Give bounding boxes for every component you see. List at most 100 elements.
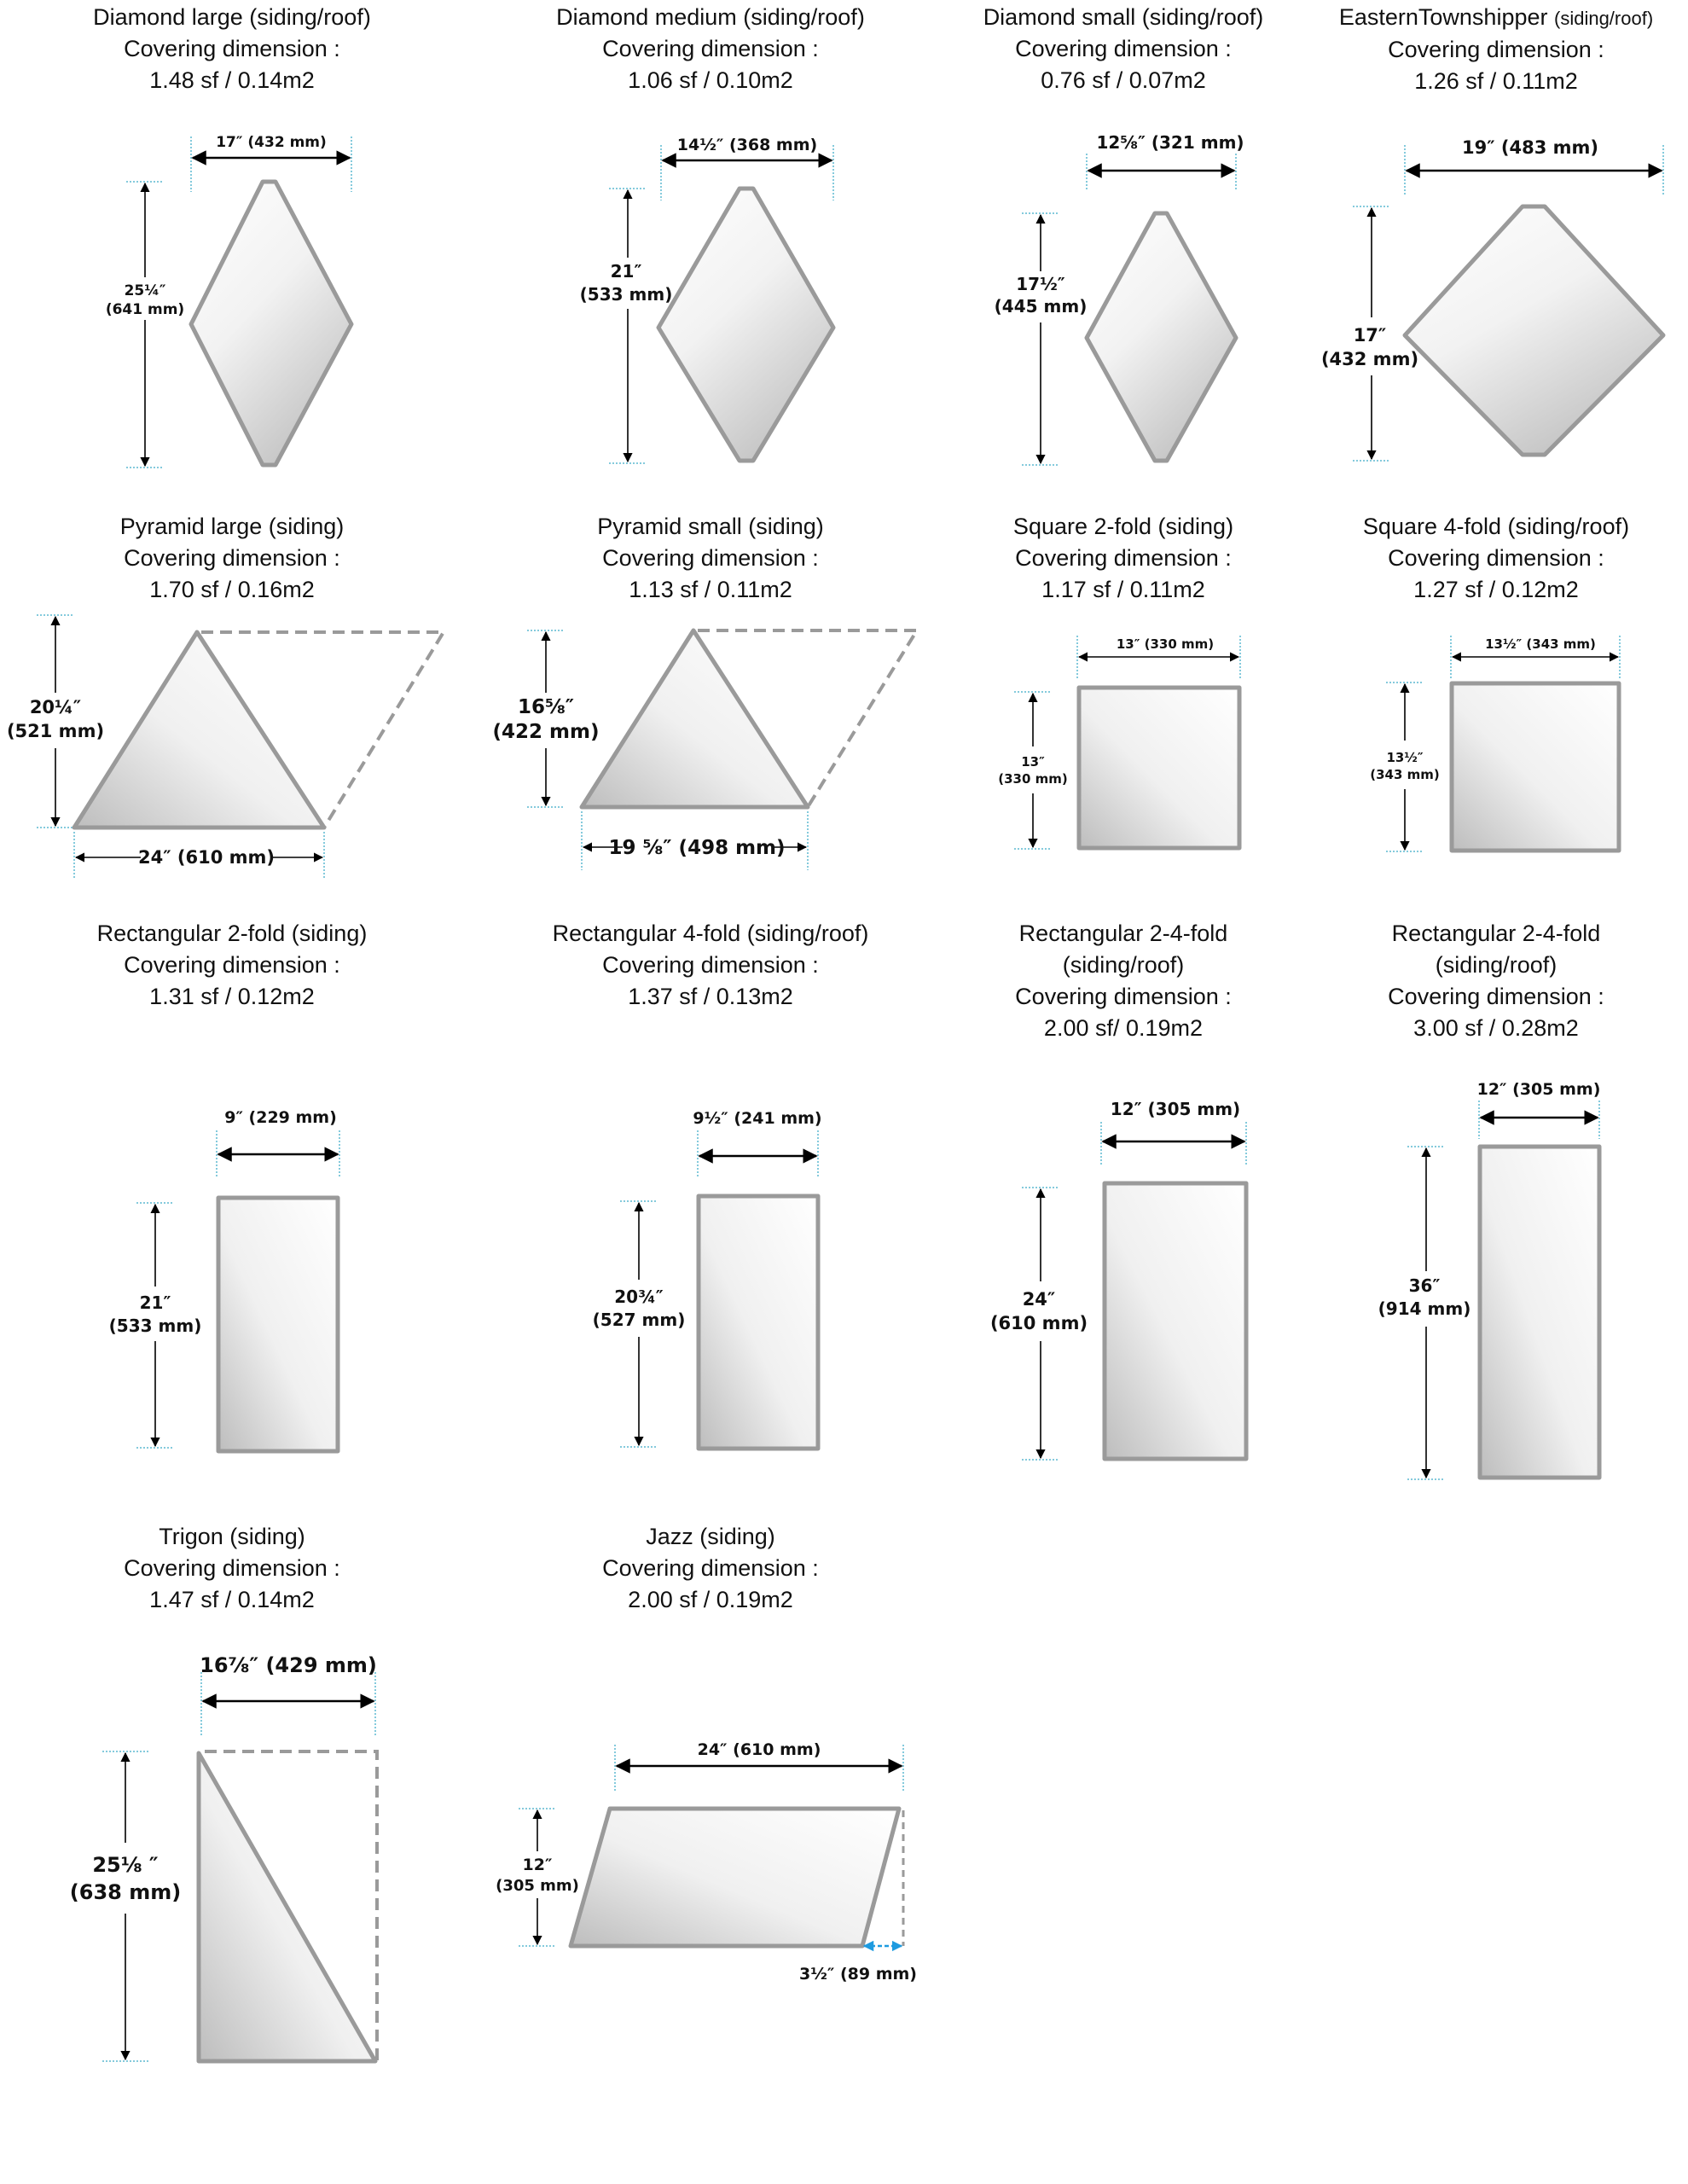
width-label: 9″ (229 mm) [224,1108,337,1127]
height-mm-label: (445 mm) [995,296,1088,317]
width-label: 19″ (483 mm) [1462,137,1598,158]
height-inch-label: 21″ [611,261,642,282]
covering-label: Covering dimension : [1015,36,1232,61]
pyramid-large-shape [72,630,327,830]
covering-value: 1.70 sf / 0.16m2 [149,577,315,602]
width-label: 12″ (305 mm) [1111,1099,1240,1119]
height-inch-label: 21″ [140,1292,171,1313]
covering-label: Covering dimension : [124,952,340,978]
diamond-small-diagram: 12⅝″ (321 mm) 17½″ (445 mm) [995,132,1244,466]
height-inch-label: 17″ [1354,325,1387,346]
width-label: 13″ (330 mm) [1117,636,1214,652]
eastern-townshipper-diagram: 19″ (483 mm) 17″ (432 mm) [1321,137,1666,462]
tile-card-rectangular-2-4-fold-a-title: Rectangular 2-4-fold (siding/roof) Cover… [1015,918,1232,1044]
rectangular-2-4-fold-a-shape [1102,1181,1249,1461]
pyramid-small-diagram: 16⅝″ (422 mm) 19 ⅝″ (498 mm) [493,628,920,870]
covering-value: 1.48 sf / 0.14m2 [149,67,315,93]
offset-label: 3½″ (89 mm) [799,1965,917,1984]
height-mm-label: (610 mm) [990,1313,1088,1333]
height-mm-label: (305 mm) [496,1877,579,1895]
tile-name-line2: (siding/roof) [1062,952,1185,978]
tile-name: Rectangular 2-4-fold [1018,921,1228,946]
pairing-outline-dashed [698,629,920,809]
covering-value: 2.00 sf / 0.19m2 [628,1587,793,1612]
tile-name-suffix: (siding/roof) [1554,8,1654,29]
height-mm-label: (527 mm) [593,1310,686,1330]
square-4-fold-shape [1449,681,1621,853]
tile-card-square-4-fold-title: Square 4-fold (siding/roof) Covering dim… [1363,511,1629,606]
jazz-shape [568,1806,902,1949]
covering-value: 1.47 sf / 0.14m2 [149,1587,315,1612]
covering-label: Covering dimension : [602,952,819,978]
covering-value: 0.76 sf / 0.07m2 [1041,67,1206,93]
tile-card-rectangular-4-fold-title: Rectangular 4-fold (siding/roof) Coverin… [553,918,869,1013]
tile-name: Diamond large (siding/roof) [93,4,371,30]
square-2-fold-shape [1076,685,1242,851]
height-inch-label: 24″ [1023,1289,1056,1310]
tile-name: Rectangular 2-4-fold [1391,921,1601,946]
height-mm-label: (914 mm) [1378,1298,1471,1319]
covering-value: 1.06 sf / 0.10m2 [628,67,793,93]
height-inch-label: 12″ [523,1856,553,1874]
tile-card-jazz-title: Jazz (siding) Covering dimension : 2.00 … [602,1521,819,1616]
tile-name: Diamond medium (siding/roof) [556,4,865,30]
width-label: 16⅞″ (429 mm) [200,1653,377,1677]
covering-label: Covering dimension : [1015,545,1232,571]
width-label: 9½″ (241 mm) [693,1109,821,1128]
tile-card-rectangular-2-4-fold-b-title: Rectangular 2-4-fold (siding/roof) Cover… [1388,918,1604,1044]
tile-name: Square 4-fold (siding/roof) [1362,514,1630,539]
pyramid-small-shape [579,628,810,810]
rectangular-2-fold-shape [216,1195,340,1454]
tile-card-pyramid-large-title: Pyramid large (siding) Covering dimensio… [120,511,345,606]
covering-value: 3.00 sf / 0.28m2 [1413,1015,1579,1041]
height-mm-label: (533 mm) [580,284,673,305]
covering-label: Covering dimension : [1015,984,1232,1009]
width-label: 19 ⅝″ (498 mm) [608,837,785,859]
rectangular-4-fold-diagram: 9½″ (241 mm) 20¾″ (527 mm) [593,1109,822,1451]
width-label: 14½″ (368 mm) [677,136,817,154]
diamond-medium-shape [656,186,836,463]
rectangular-2-4-fold-b-diagram: 12″ (305 mm) 36″ (914 mm) [1378,1080,1602,1480]
width-label: 24″ (610 mm) [138,847,275,868]
height-mm-label: (638 mm) [70,1880,181,1904]
covering-value: 1.13 sf / 0.11m2 [629,577,792,602]
tile-name-line2: (siding/roof) [1435,952,1557,978]
tile-name: Jazz (siding) [646,1524,775,1549]
trigon-diagram: 16⅞″ (429 mm) 25⅛ ″ (638 mm) [70,1653,379,2064]
height-mm-label: (521 mm) [7,721,104,741]
covering-value: 1.27 sf / 0.12m2 [1413,577,1579,602]
tile-card-diamond-small-title: Diamond small (siding/roof) Covering dim… [983,2,1264,96]
height-inch-label: 13½″ [1386,750,1423,765]
covering-value: 1.26 sf / 0.11m2 [1414,68,1578,94]
diamond-medium-diagram: 14½″ (368 mm) 21″ (533 mm) [580,136,836,464]
covering-label: Covering dimension : [124,1555,340,1581]
tile-name: Rectangular 4-fold (siding/roof) [552,921,869,946]
covering-label: Covering dimension : [1388,984,1604,1009]
tile-card-trigon-title: Trigon (siding) Covering dimension : 1.4… [124,1521,340,1616]
height-inch-label: 17½″ [1016,274,1065,294]
covering-value: 2.00 sf/ 0.19m2 [1043,1015,1204,1041]
height-inch-label: 25⅛ ″ [92,1853,159,1877]
width-label: 12⅝″ (321 mm) [1096,132,1244,153]
height-inch-label: 36″ [1409,1275,1441,1296]
diamond-large-diagram: 17″ (432 mm) 25¼″ (641 mm) [106,134,354,468]
height-mm-label: (422 mm) [493,721,600,743]
pairing-outline-dashed [201,630,447,829]
width-label: 13½″ (343 mm) [1485,636,1596,652]
tile-name: EasternTownshipper (siding/roof) [1338,4,1654,30]
pairing-outline-dashed [205,1750,379,2061]
tile-name: Square 2-fold (siding) [1012,514,1234,539]
covering-value: 1.17 sf / 0.11m2 [1041,577,1205,602]
covering-label: Covering dimension : [1388,37,1604,62]
tile-card-eastern-townshipper-title: EasternTownshipper (siding/roof) Coverin… [1339,2,1653,97]
height-mm-label: (533 mm) [109,1316,202,1336]
square-4-fold-diagram: 13½″ (343 mm) 13½″ (343 mm) [1370,636,1621,853]
width-label: 17″ (432 mm) [216,134,327,151]
jazz-diagram: 24″ (610 mm) 12″ (305 mm) 3½″ (89 mm) [496,1740,917,1984]
tile-card-diamond-medium-title: Diamond medium (siding/roof) Covering di… [556,2,865,96]
width-label: 12″ (305 mm) [1477,1080,1601,1099]
covering-label: Covering dimension : [124,36,340,61]
rectangular-2-4-fold-b-shape [1477,1144,1602,1480]
tile-card-square-2-fold-title: Square 2-fold (siding) Covering dimensio… [1013,511,1233,606]
